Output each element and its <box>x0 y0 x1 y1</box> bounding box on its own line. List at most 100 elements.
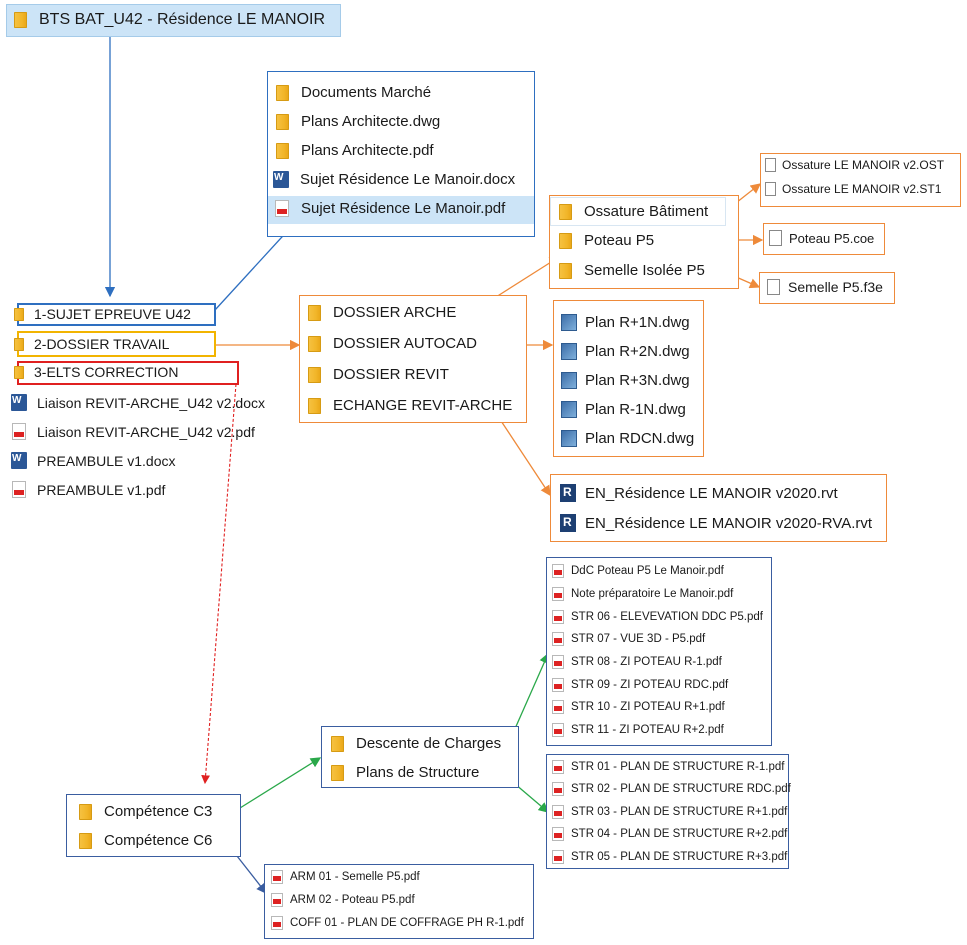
file-item[interactable]: Liaison REVIT-ARCHE_U42 v2.docx <box>11 394 265 411</box>
file-label: STR 05 - PLAN DE STRUCTURE R+3.pdf <box>571 851 788 863</box>
pdf-icon <box>552 655 564 669</box>
sujet-item[interactable]: Plans Architecte.dwg <box>276 113 440 130</box>
pdf-file[interactable]: STR 02 - PLAN DE STRUCTURE RDC.pdf <box>552 782 791 796</box>
c3-folder[interactable]: Descente de Charges <box>331 735 501 752</box>
descente-files-panel <box>546 557 772 746</box>
sujet-item[interactable]: Plans Architecte.pdf <box>276 142 434 159</box>
travail-folder[interactable]: DOSSIER REVIT <box>308 366 449 383</box>
sujet-item[interactable]: Sujet Résidence Le Manoir.docx <box>273 171 515 188</box>
file-item[interactable]: Ossature LE MANOIR v2.ST1 <box>765 182 941 196</box>
travail-folder[interactable]: ECHANGE REVIT-ARCHE <box>308 397 512 414</box>
file-item[interactable]: Ossature LE MANOIR v2.OST <box>765 158 944 172</box>
autocad-files-panel <box>553 300 704 457</box>
folder-dossier-travail[interactable]: 2-DOSSIER TRAVAIL <box>14 336 169 352</box>
pdf-icon <box>552 700 564 714</box>
dwg-icon <box>561 314 577 331</box>
file-item[interactable]: PREAMBULE v1.pdf <box>12 481 165 498</box>
pdf-file[interactable]: STR 03 - PLAN DE STRUCTURE R+1.pdf <box>552 805 787 819</box>
file-label: Note préparatoire Le Manoir.pdf <box>571 588 734 600</box>
pdf-icon <box>552 564 564 578</box>
folder-label: Compétence C3 <box>104 803 213 820</box>
file-label: ARM 02 - Poteau P5.pdf <box>290 894 415 906</box>
file-item[interactable]: Poteau P5.coe <box>769 230 874 246</box>
rvt-file[interactable]: EN_Résidence LE MANOIR v2020.rvt <box>560 484 838 502</box>
dwg-file[interactable]: Plan R+2N.dwg <box>561 343 690 360</box>
folder-label: Plans de Structure <box>356 764 480 781</box>
pdf-file[interactable]: DdC Poteau P5 Le Manoir.pdf <box>552 564 724 578</box>
pdf-icon <box>271 893 283 907</box>
dwg-icon <box>561 343 577 360</box>
file-item[interactable]: PREAMBULE v1.docx <box>11 452 176 469</box>
dwg-icon <box>561 372 577 389</box>
word-icon <box>11 452 27 469</box>
rvt-file[interactable]: EN_Résidence LE MANOIR v2020-RVA.rvt <box>560 514 872 532</box>
root-item[interactable]: BTS BAT_U42 - Résidence LE MANOIR <box>14 11 325 29</box>
pdf-file[interactable]: STR 09 - ZI POTEAU RDC.pdf <box>552 678 728 692</box>
competences-panel <box>66 794 241 857</box>
dwg-file[interactable]: Plan RDCN.dwg <box>561 430 694 447</box>
file-label: STR 04 - PLAN DE STRUCTURE R+2.pdf <box>571 828 788 840</box>
file-label: Liaison REVIT-ARCHE_U42 v2.pdf <box>37 423 255 440</box>
pdf-icon <box>552 782 564 796</box>
folder-label: DOSSIER REVIT <box>333 366 449 383</box>
c3-folder[interactable]: Plans de Structure <box>331 764 479 781</box>
pdf-file[interactable]: STR 05 - PLAN DE STRUCTURE R+3.pdf <box>552 850 787 864</box>
sujet-item-label: Sujet Résidence Le Manoir.docx <box>300 171 516 188</box>
pdf-file[interactable]: STR 08 - ZI POTEAU R-1.pdf <box>552 655 722 669</box>
folder-icon <box>276 84 289 101</box>
file-label: STR 10 - ZI POTEAU R+1.pdf <box>571 701 725 713</box>
dwg-file[interactable]: Plan R-1N.dwg <box>561 401 686 418</box>
folder-icon <box>79 803 92 820</box>
file-icon <box>765 158 776 172</box>
file-icon <box>767 279 780 295</box>
file-label: EN_Résidence LE MANOIR v2020-RVA.rvt <box>585 514 873 532</box>
arrow-descente-to-files <box>509 652 550 741</box>
file-item[interactable]: Liaison REVIT-ARCHE_U42 v2.pdf <box>12 423 255 440</box>
file-label: ARM 01 - Semelle P5.pdf <box>290 871 420 883</box>
file-item[interactable]: Semelle P5.f3e <box>767 279 883 295</box>
selected-row-highlight <box>268 196 534 224</box>
competence-folder[interactable]: Compétence C3 <box>79 803 212 820</box>
dwg-file[interactable]: Plan R+3N.dwg <box>561 372 690 389</box>
competence-folder[interactable]: Compétence C6 <box>79 832 212 849</box>
pdf-file[interactable]: ARM 02 - Poteau P5.pdf <box>271 893 415 907</box>
root-folder[interactable] <box>6 4 341 37</box>
folder-label: 3-ELTS CORRECTION <box>34 364 179 380</box>
pdf-file[interactable]: ARM 01 - Semelle P5.pdf <box>271 870 420 884</box>
sujet-item[interactable]: Documents Marché <box>276 84 431 101</box>
pdf-icon <box>552 760 564 774</box>
arche-folder[interactable]: Semelle Isolée P5 <box>559 262 705 279</box>
file-label: Semelle P5.f3e <box>788 279 883 295</box>
dwg-file[interactable]: Plan R+1N.dwg <box>561 314 690 331</box>
file-label: PREAMBULE v1.pdf <box>37 481 166 498</box>
arche-folder[interactable]: Poteau P5 <box>559 232 654 249</box>
travail-folder[interactable]: DOSSIER ARCHE <box>308 304 456 321</box>
folder-label: Ossature Bâtiment <box>584 203 709 220</box>
folder-label: Descente de Charges <box>356 735 502 752</box>
pdf-file[interactable]: STR 11 - ZI POTEAU R+2.pdf <box>552 723 724 737</box>
pdf-file[interactable]: STR 06 - ELEVEVATION DDC P5.pdf <box>552 610 763 624</box>
arche-folder[interactable]: Ossature Bâtiment <box>559 203 708 220</box>
pdf-icon <box>12 481 26 498</box>
folder-icon <box>559 262 572 279</box>
file-label: Plan R+3N.dwg <box>585 372 690 389</box>
pdf-file[interactable]: STR 01 - PLAN DE STRUCTURE R-1.pdf <box>552 760 784 774</box>
file-label: Ossature LE MANOIR v2.ST1 <box>782 182 942 196</box>
folder-sujet-epreuve[interactable]: 1-SUJET EPREUVE U42 <box>14 306 191 322</box>
folder-elts-correction[interactable]: 3-ELTS CORRECTION <box>14 364 178 380</box>
folder-icon <box>308 304 321 321</box>
pdf-file[interactable]: STR 10 - ZI POTEAU R+1.pdf <box>552 700 725 714</box>
file-label: STR 07 - VUE 3D - P5.pdf <box>571 633 706 645</box>
pdf-file[interactable]: Note préparatoire Le Manoir.pdf <box>552 587 733 601</box>
pdf-file[interactable]: COFF 01 - PLAN DE COFFRAGE PH R-1.pdf <box>271 916 524 930</box>
folder-icon <box>276 113 289 130</box>
folder-label: 2-DOSSIER TRAVAIL <box>34 336 170 352</box>
selected-row-highlight <box>550 197 726 226</box>
pdf-icon <box>552 850 564 864</box>
travail-folder[interactable]: DOSSIER AUTOCAD <box>308 335 477 352</box>
sujet-item-selected[interactable]: Sujet Résidence Le Manoir.pdf <box>275 200 505 217</box>
pdf-icon <box>271 916 283 930</box>
pdf-file[interactable]: STR 07 - VUE 3D - P5.pdf <box>552 632 705 646</box>
pdf-file[interactable]: STR 04 - PLAN DE STRUCTURE R+2.pdf <box>552 827 787 841</box>
pdf-icon <box>552 610 564 624</box>
